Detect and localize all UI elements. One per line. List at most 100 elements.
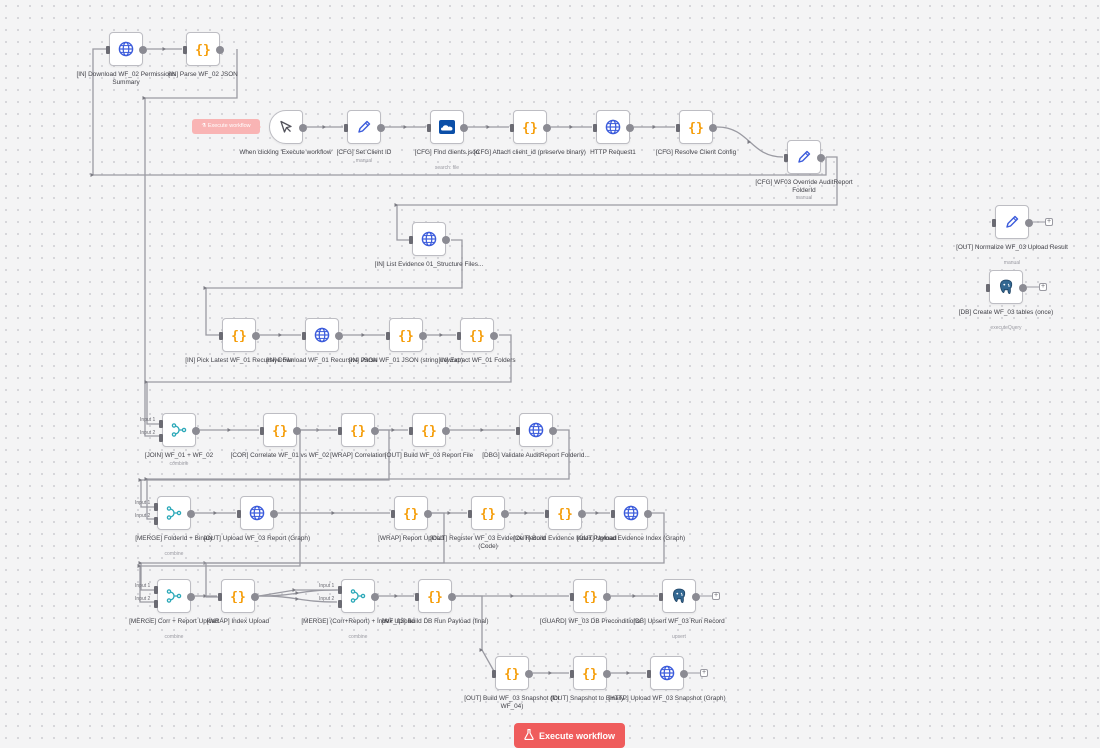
input-port[interactable] [570, 593, 574, 601]
workflow-node[interactable] [647, 656, 688, 690]
output-port[interactable] [543, 124, 551, 132]
workflow-node[interactable]: {} [510, 110, 551, 144]
input-port[interactable] [338, 427, 342, 435]
input-port[interactable] [409, 236, 413, 244]
add-node-button[interactable]: + [1039, 283, 1047, 291]
input-port[interactable] [510, 124, 514, 132]
output-port[interactable] [192, 427, 200, 435]
input-port[interactable] [986, 284, 990, 292]
workflow-node[interactable]: {} [545, 496, 586, 530]
output-port[interactable] [251, 593, 259, 601]
input-port[interactable] [611, 510, 615, 518]
workflow-node[interactable]: {} [386, 318, 427, 352]
input-port[interactable] [468, 510, 472, 518]
input-port[interactable] [338, 600, 342, 608]
add-node-button[interactable]: + [712, 592, 720, 600]
workflow-node[interactable] [611, 496, 652, 530]
output-port[interactable] [335, 332, 343, 340]
output-port[interactable] [603, 593, 611, 601]
input-port[interactable] [183, 46, 187, 54]
output-port[interactable] [626, 124, 634, 132]
workflow-node[interactable]: {} [219, 318, 260, 352]
workflow-node[interactable] [409, 222, 450, 256]
output-port[interactable] [442, 427, 450, 435]
output-port[interactable] [216, 46, 224, 54]
input-port[interactable] [593, 124, 597, 132]
workflow-node[interactable] [269, 110, 307, 144]
input-port[interactable] [992, 219, 996, 227]
workflow-node[interactable] [159, 413, 200, 447]
connection-wire[interactable] [456, 595, 496, 674]
input-port[interactable] [784, 154, 788, 162]
input-port[interactable] [219, 332, 223, 340]
output-port[interactable] [424, 510, 432, 518]
input-port[interactable] [154, 517, 158, 525]
workflow-node[interactable]: {} [338, 413, 379, 447]
add-node-button[interactable]: + [1045, 218, 1053, 226]
output-port[interactable] [549, 427, 557, 435]
input-port[interactable] [338, 586, 342, 594]
output-port[interactable] [419, 332, 427, 340]
workflow-node[interactable]: {} [570, 579, 611, 613]
workflow-node[interactable]: {} [468, 496, 509, 530]
output-port[interactable] [371, 427, 379, 435]
workflow-node[interactable] [427, 110, 468, 144]
output-port[interactable] [442, 236, 450, 244]
connection-wire[interactable] [144, 49, 238, 437]
output-port[interactable] [377, 124, 385, 132]
output-port[interactable] [817, 154, 825, 162]
input-port[interactable] [106, 46, 110, 54]
output-port[interactable] [448, 593, 456, 601]
input-port[interactable] [260, 427, 264, 435]
output-port[interactable] [501, 510, 509, 518]
output-port[interactable] [1025, 219, 1033, 227]
workflow-node[interactable]: {} [492, 656, 533, 690]
execute-workflow-button[interactable]: Execute workflow [514, 723, 625, 748]
output-port[interactable] [680, 670, 688, 678]
input-port[interactable] [154, 586, 158, 594]
workflow-node[interactable]: {} [570, 656, 611, 690]
workflow-node[interactable] [516, 413, 557, 447]
workflow-node[interactable]: {} [260, 413, 301, 447]
workflow-node[interactable] [593, 110, 634, 144]
workflow-node[interactable]: {} [457, 318, 498, 352]
output-port[interactable] [270, 510, 278, 518]
workflow-node[interactable] [237, 496, 278, 530]
output-port[interactable] [525, 670, 533, 678]
output-port[interactable] [709, 124, 717, 132]
workflow-node[interactable] [986, 270, 1027, 304]
input-port[interactable] [570, 670, 574, 678]
input-port[interactable] [457, 332, 461, 340]
input-port[interactable] [659, 593, 663, 601]
input-port[interactable] [676, 124, 680, 132]
input-port[interactable] [492, 670, 496, 678]
input-port[interactable] [159, 434, 163, 442]
input-port[interactable] [159, 420, 163, 428]
input-port[interactable] [386, 332, 390, 340]
workflow-node[interactable]: {} [415, 579, 456, 613]
workflow-node[interactable]: {} [183, 32, 224, 66]
output-port[interactable] [578, 510, 586, 518]
output-port[interactable] [1019, 284, 1027, 292]
output-port[interactable] [490, 332, 498, 340]
workflow-node[interactable] [784, 140, 825, 174]
output-port[interactable] [603, 670, 611, 678]
input-port[interactable] [647, 670, 651, 678]
output-port[interactable] [252, 332, 260, 340]
workflow-node[interactable] [302, 318, 343, 352]
input-port[interactable] [302, 332, 306, 340]
output-port[interactable] [371, 593, 379, 601]
output-port[interactable] [187, 510, 195, 518]
output-port[interactable] [644, 510, 652, 518]
input-port[interactable] [218, 593, 222, 601]
connection-wire[interactable] [139, 429, 337, 603]
connection-wire[interactable] [140, 429, 390, 508]
workflow-node[interactable]: {} [676, 110, 717, 144]
workflow-node[interactable] [154, 579, 195, 613]
input-port[interactable] [154, 503, 158, 511]
workflow-node[interactable] [344, 110, 385, 144]
input-port[interactable] [154, 600, 158, 608]
connection-wire[interactable] [140, 512, 665, 591]
connection-wire[interactable] [146, 429, 570, 520]
